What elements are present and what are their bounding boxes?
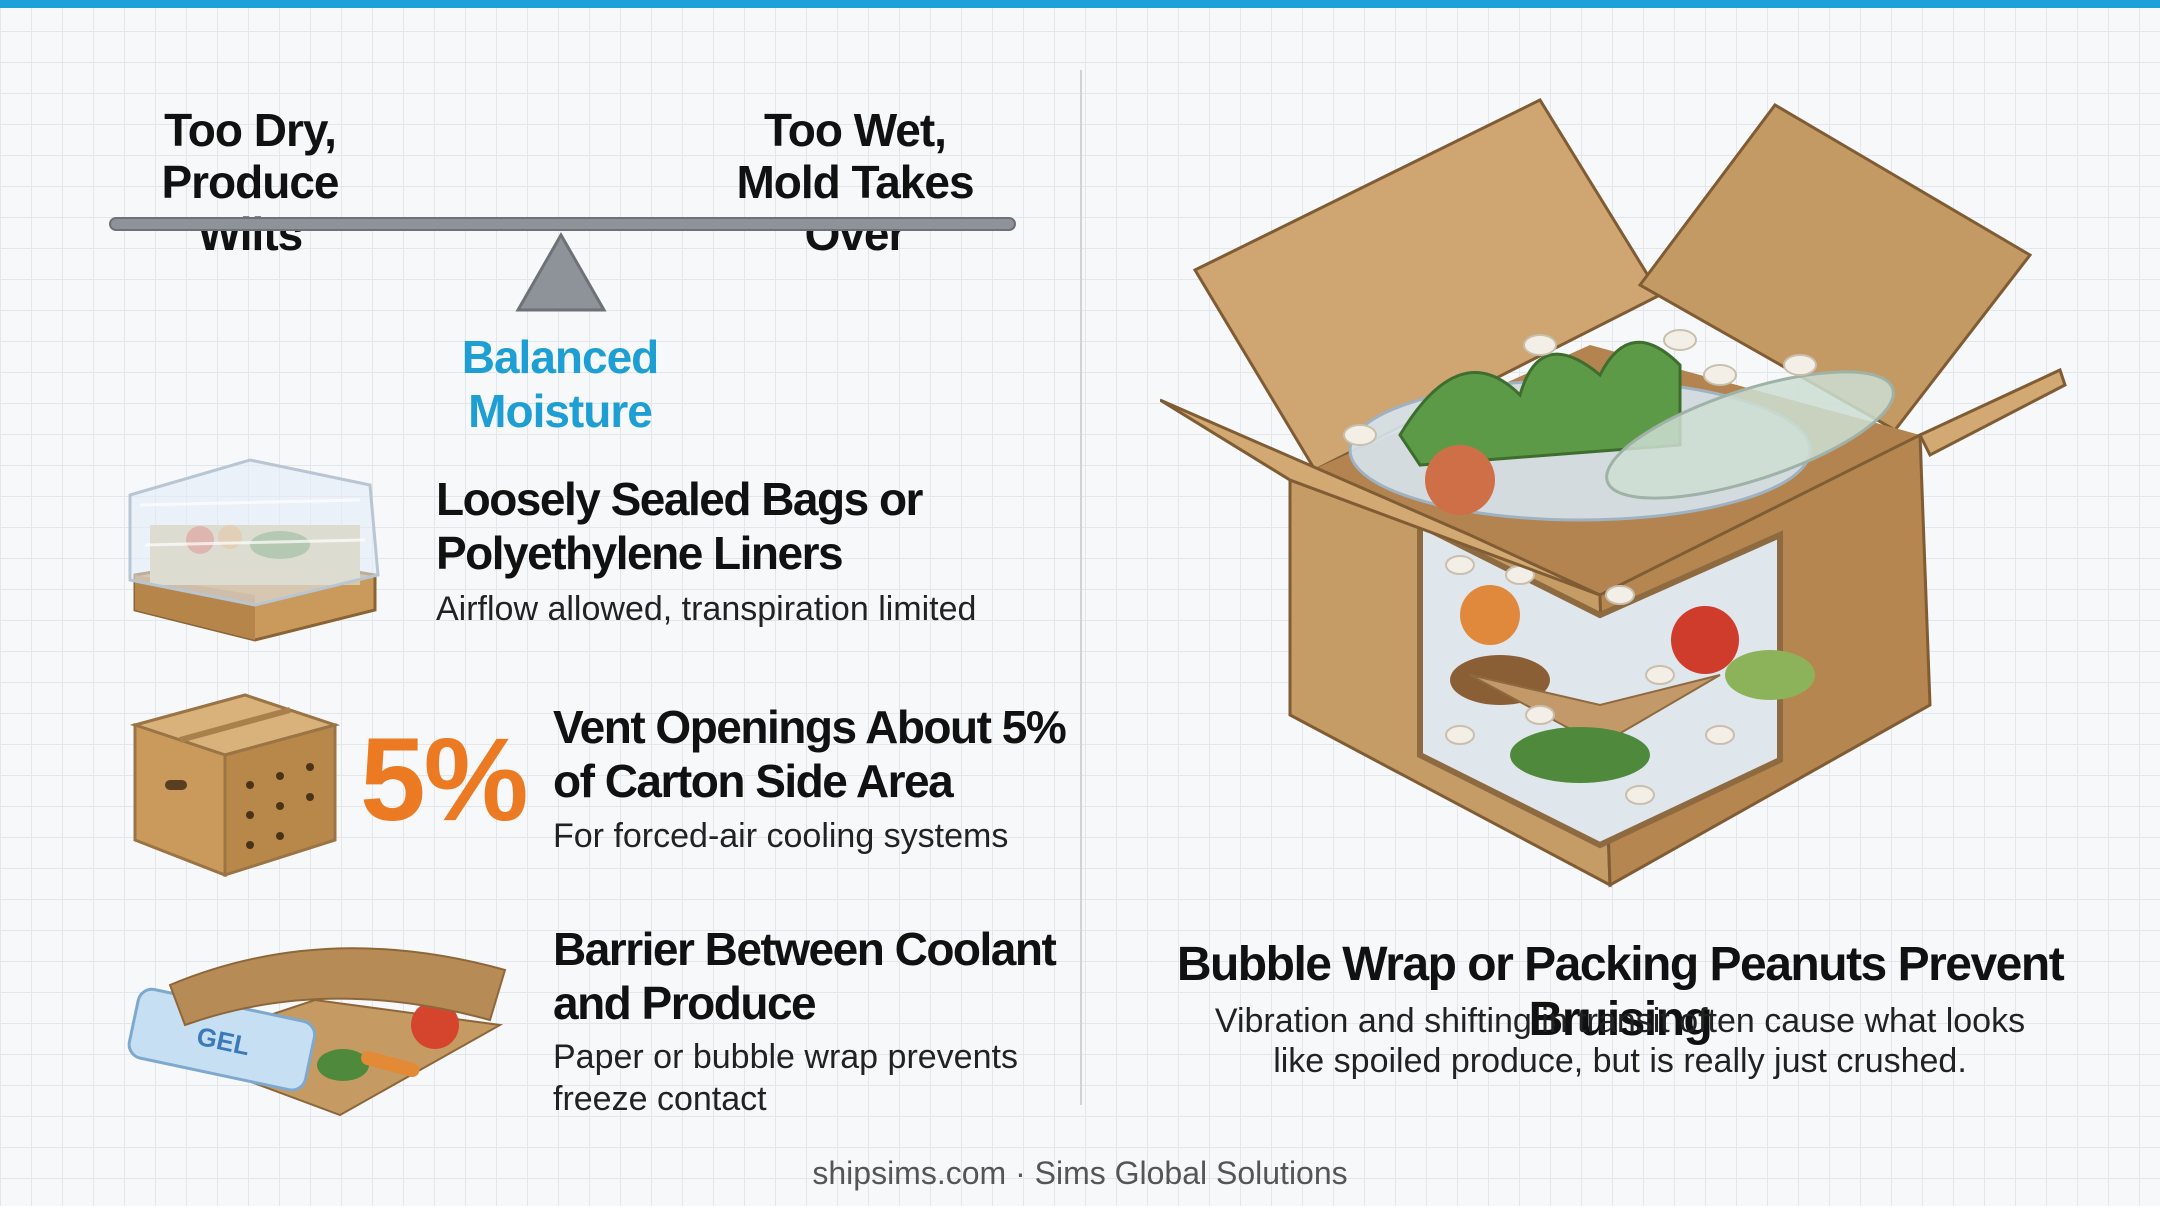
vented-box-icon	[129, 693, 341, 878]
balance-scale-icon	[109, 217, 1016, 312]
item-1-subtitle: Airflow allowed, transpiration limited	[436, 590, 977, 628]
item-2-subtitle: For forced-air cooling systems	[553, 817, 1009, 855]
right-panel-title: Bubble Wrap or Packing Peanuts Prevent B…	[1176, 938, 2065, 1046]
five-percent-badge: 5%	[360, 714, 529, 846]
item-3-title: Barrier Between Coolant and Produce	[553, 923, 1057, 1029]
too-dry-label: Too Dry, Produce Wilts	[161, 104, 339, 260]
open-box-illustration	[1160, 98, 2067, 888]
right-panel-subtitle: Vibration and shifting in transit often …	[1214, 1002, 2026, 1080]
panel-divider	[1080, 70, 1082, 1105]
footer-credit: shipsims.com · Sims Global Solutions	[812, 1155, 1348, 1191]
wrapped-crate-icon	[128, 458, 380, 642]
item-2-title: Vent Openings About 5% of Carton Side Ar…	[553, 701, 1067, 807]
too-wet-label: Too Wet, Mold Takes Over	[736, 104, 974, 260]
balanced-moisture-label: Balanced Moisture	[461, 331, 660, 437]
gel-pack-barrier-icon: GEL	[127, 947, 507, 1117]
top-accent-bar	[0, 0, 2160, 8]
item-3-subtitle: Paper or bubble wrap prevents freeze con…	[553, 1038, 1018, 1118]
item-1-title: Loosely Sealed Bags or Polyethylene Line…	[436, 473, 923, 579]
